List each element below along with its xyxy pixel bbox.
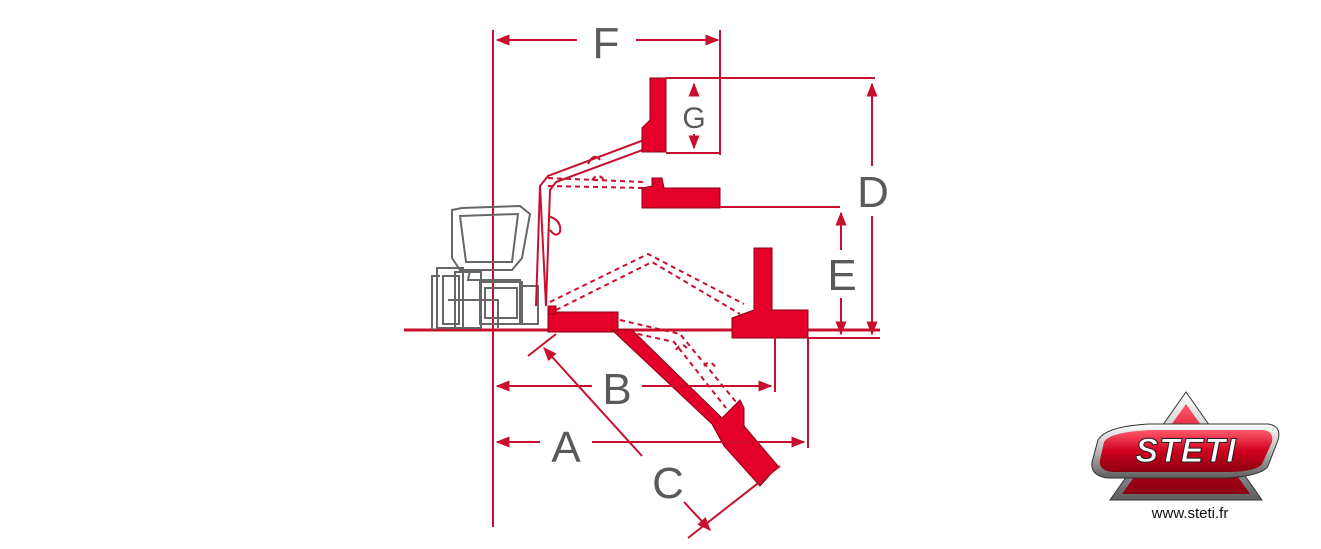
dimension-d: D xyxy=(857,82,889,336)
dimension-f: F xyxy=(495,19,721,155)
mower-head-far xyxy=(731,247,809,339)
boom-arm-dashed-high xyxy=(549,252,745,315)
dimension-e: E xyxy=(720,206,880,339)
dimension-c: C xyxy=(527,333,781,539)
dimension-a: A xyxy=(495,338,809,472)
boom-arm-dashed-low xyxy=(619,319,737,409)
dimension-a-label: A xyxy=(551,423,581,472)
mower-head-ground xyxy=(547,311,619,333)
dimension-e-label: E xyxy=(827,251,856,300)
tractor-outline xyxy=(431,204,539,330)
dimension-c-label: C xyxy=(652,459,684,508)
dimension-g-label: G xyxy=(682,102,705,135)
dimension-g: G xyxy=(666,77,875,154)
dimension-d-label: D xyxy=(857,168,889,217)
boom-arm-dashed-mid xyxy=(547,175,645,189)
steti-logo-text: STETI xyxy=(1135,432,1237,470)
dimension-f-label: F xyxy=(593,19,620,68)
mower-heads xyxy=(547,77,809,487)
steti-logo: STETI xyxy=(1091,391,1280,501)
dimension-b-label: B xyxy=(602,365,631,414)
mower-head-vertical-top xyxy=(641,77,667,153)
dimension-b: B xyxy=(495,338,776,414)
mower-head-horizontal-mid xyxy=(641,177,721,209)
mower-head-slope xyxy=(610,329,779,487)
website-url: www.steti.fr xyxy=(1151,505,1229,522)
